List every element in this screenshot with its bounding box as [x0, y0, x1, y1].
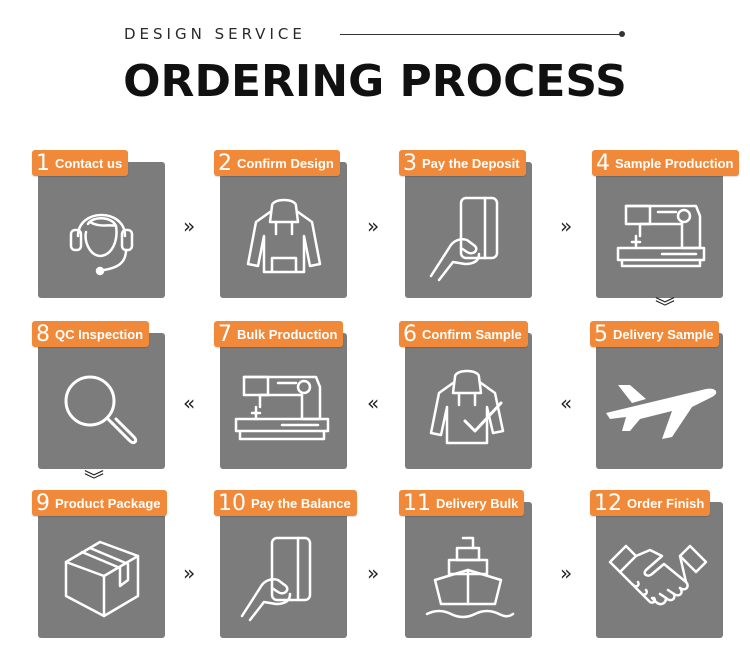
arrow-right: » — [560, 561, 573, 585]
step-label: 1 Contact us — [32, 150, 129, 176]
step-card-5: 5 Delivery Sample — [590, 321, 723, 469]
step-card-7: 7 Bulk Production — [214, 321, 347, 469]
arrow-left: « — [560, 391, 573, 415]
step-number: 12 — [594, 490, 622, 516]
headset-icon — [38, 176, 165, 298]
step-number: 8 — [36, 321, 50, 347]
step-label: 7 Bulk Production — [214, 321, 344, 347]
step-number: 1 — [36, 150, 50, 176]
step-number: 9 — [36, 490, 50, 516]
step-title: Sample Production — [615, 155, 734, 171]
subtitle: DESIGN SERVICE — [124, 25, 306, 43]
step-card-1: 1 Contact us — [32, 150, 165, 298]
arrow-right: » — [560, 214, 573, 238]
box-icon — [38, 516, 165, 638]
step-card-9: 9 Product Package — [32, 490, 167, 638]
step-card-11: 11 Delivery Bulk — [399, 490, 532, 638]
step-title: Confirm Design — [237, 155, 334, 171]
arrow-right: » — [183, 214, 196, 238]
step-title: Pay the Balance — [251, 495, 351, 511]
step-card-3: 3 Pay the Deposit — [399, 150, 532, 298]
step-label: 3 Pay the Deposit — [399, 150, 526, 176]
page-title: ORDERING PROCESS — [123, 56, 627, 107]
arrow-right: » — [183, 561, 196, 585]
arrow-down: ︾ — [655, 295, 675, 319]
step-label: 10 Pay the Balance — [214, 490, 357, 516]
step-label: 9 Product Package — [32, 490, 167, 516]
step-number: 7 — [218, 321, 232, 347]
step-card-6: 6 Confirm Sample — [399, 321, 532, 469]
step-number: 3 — [403, 150, 417, 176]
sewing-machine-icon — [596, 176, 723, 298]
arrow-right: » — [367, 561, 380, 585]
handshake-icon — [596, 516, 723, 638]
magnifier-icon — [38, 347, 165, 469]
step-card-10: 10 Pay the Balance — [214, 490, 357, 638]
step-label: 6 Confirm Sample — [399, 321, 528, 347]
step-title: Delivery Bulk — [436, 495, 519, 511]
step-card-4: 4 Sample Production — [592, 150, 740, 298]
step-label: 2 Confirm Design — [214, 150, 340, 176]
step-title: Delivery Sample — [613, 326, 714, 342]
step-label: 11 Delivery Bulk — [399, 490, 525, 516]
step-label: 12 Order Finish — [590, 490, 711, 516]
step-number: 5 — [594, 321, 608, 347]
arrow-left: « — [367, 391, 380, 415]
step-card-8: 8 QC Inspection — [32, 321, 165, 469]
step-number: 6 — [403, 321, 417, 347]
arrow-down: ︾ — [84, 468, 104, 492]
ship-icon — [405, 516, 532, 638]
step-label: 4 Sample Production — [592, 150, 740, 176]
step-title: Order Finish — [627, 495, 705, 511]
arrow-left: « — [183, 391, 196, 415]
step-card-12: 12 Order Finish — [590, 490, 723, 638]
sewing-machine-icon — [220, 347, 347, 469]
step-title: Product Package — [55, 495, 161, 511]
step-title: Pay the Deposit — [422, 155, 520, 171]
step-title: Confirm Sample — [422, 326, 522, 342]
step-number: 10 — [218, 490, 246, 516]
step-title: Contact us — [55, 155, 123, 171]
airplane-icon — [596, 347, 723, 469]
subtitle-dot — [619, 31, 625, 37]
step-title: Bulk Production — [237, 326, 338, 342]
step-label: 5 Delivery Sample — [590, 321, 720, 347]
hoodie-icon — [220, 176, 347, 298]
step-title: QC Inspection — [55, 326, 144, 342]
subtitle-line — [340, 34, 620, 35]
card-payment-icon — [220, 516, 347, 638]
step-label: 8 QC Inspection — [32, 321, 150, 347]
step-card-2: 2 Confirm Design — [214, 150, 347, 298]
step-number: 4 — [596, 150, 610, 176]
arrow-right: » — [367, 214, 380, 238]
step-number: 2 — [218, 150, 232, 176]
hoodie-check-icon — [405, 347, 532, 469]
step-number: 11 — [403, 490, 431, 516]
card-payment-icon — [405, 176, 532, 298]
